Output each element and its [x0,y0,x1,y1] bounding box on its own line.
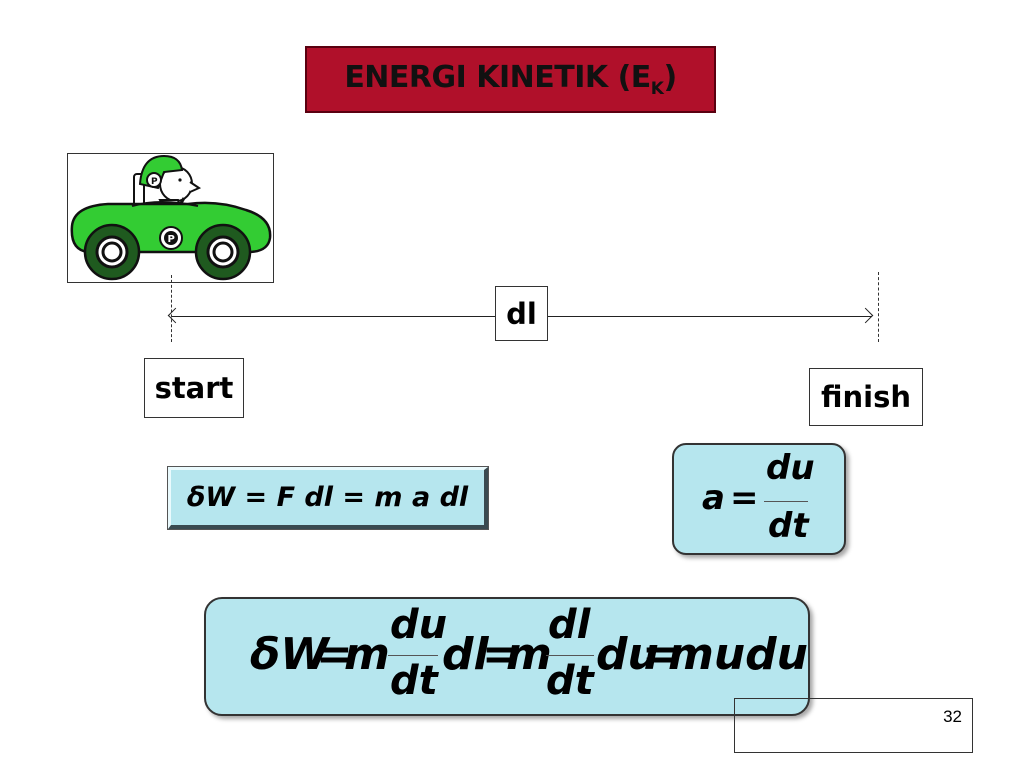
acceleration-equation-box: a = du dt [672,443,846,555]
dl-label: dl [495,286,548,341]
finish-label: finish [809,368,923,426]
title-main: ENERGI KINETIK (E [344,60,651,95]
accel-numerator: du [766,448,815,488]
accel-equals: = [730,478,759,518]
accel-fraction-bar [764,501,808,502]
svg-text:P: P [151,177,158,187]
page-number-box: 32 [734,698,973,753]
car-illustration-frame: P P [67,153,274,283]
big-frac2-denominator: dt [546,658,594,704]
finish-marker-line [878,272,879,342]
big-equals-1: = [316,629,353,680]
work-equation-box: δW = F dl = m a dl [167,466,489,530]
slide-title-box: ENERGI KINETIK (EK) [305,46,716,113]
big-mudu: mudu [668,629,808,680]
accel-lhs: a [702,478,725,518]
start-marker-line [171,275,172,342]
big-equals-2: = [482,629,519,680]
big-du: du [596,629,659,680]
page-number: 32 [943,707,962,726]
kinetic-derivation-box: δW = m du dt dl = m dl dt du = mudu [204,597,810,716]
start-label: start [144,358,244,418]
big-frac2-numerator: dl [548,602,591,648]
big-frac2-bar [546,655,594,656]
big-frac1-bar [388,655,438,656]
car-badge-text: P [168,234,175,245]
big-m-1: m [344,629,390,680]
big-frac1-denominator: dt [390,658,438,704]
title-subscript: K [650,79,664,99]
race-car-icon: P P [70,154,272,281]
slide-title: ENERGI KINETIK (EK) [344,60,677,99]
accel-denominator: dt [768,506,809,546]
big-delta-w: δW [250,629,329,680]
arrow-head-right [857,307,874,324]
big-m-2: m [506,629,552,680]
work-equation: δW = F dl = m a dl [186,482,469,513]
title-close: ) [663,60,677,95]
big-dl: dl [442,629,489,680]
big-frac1-numerator: du [390,602,448,648]
big-equals-3: = [642,629,679,680]
